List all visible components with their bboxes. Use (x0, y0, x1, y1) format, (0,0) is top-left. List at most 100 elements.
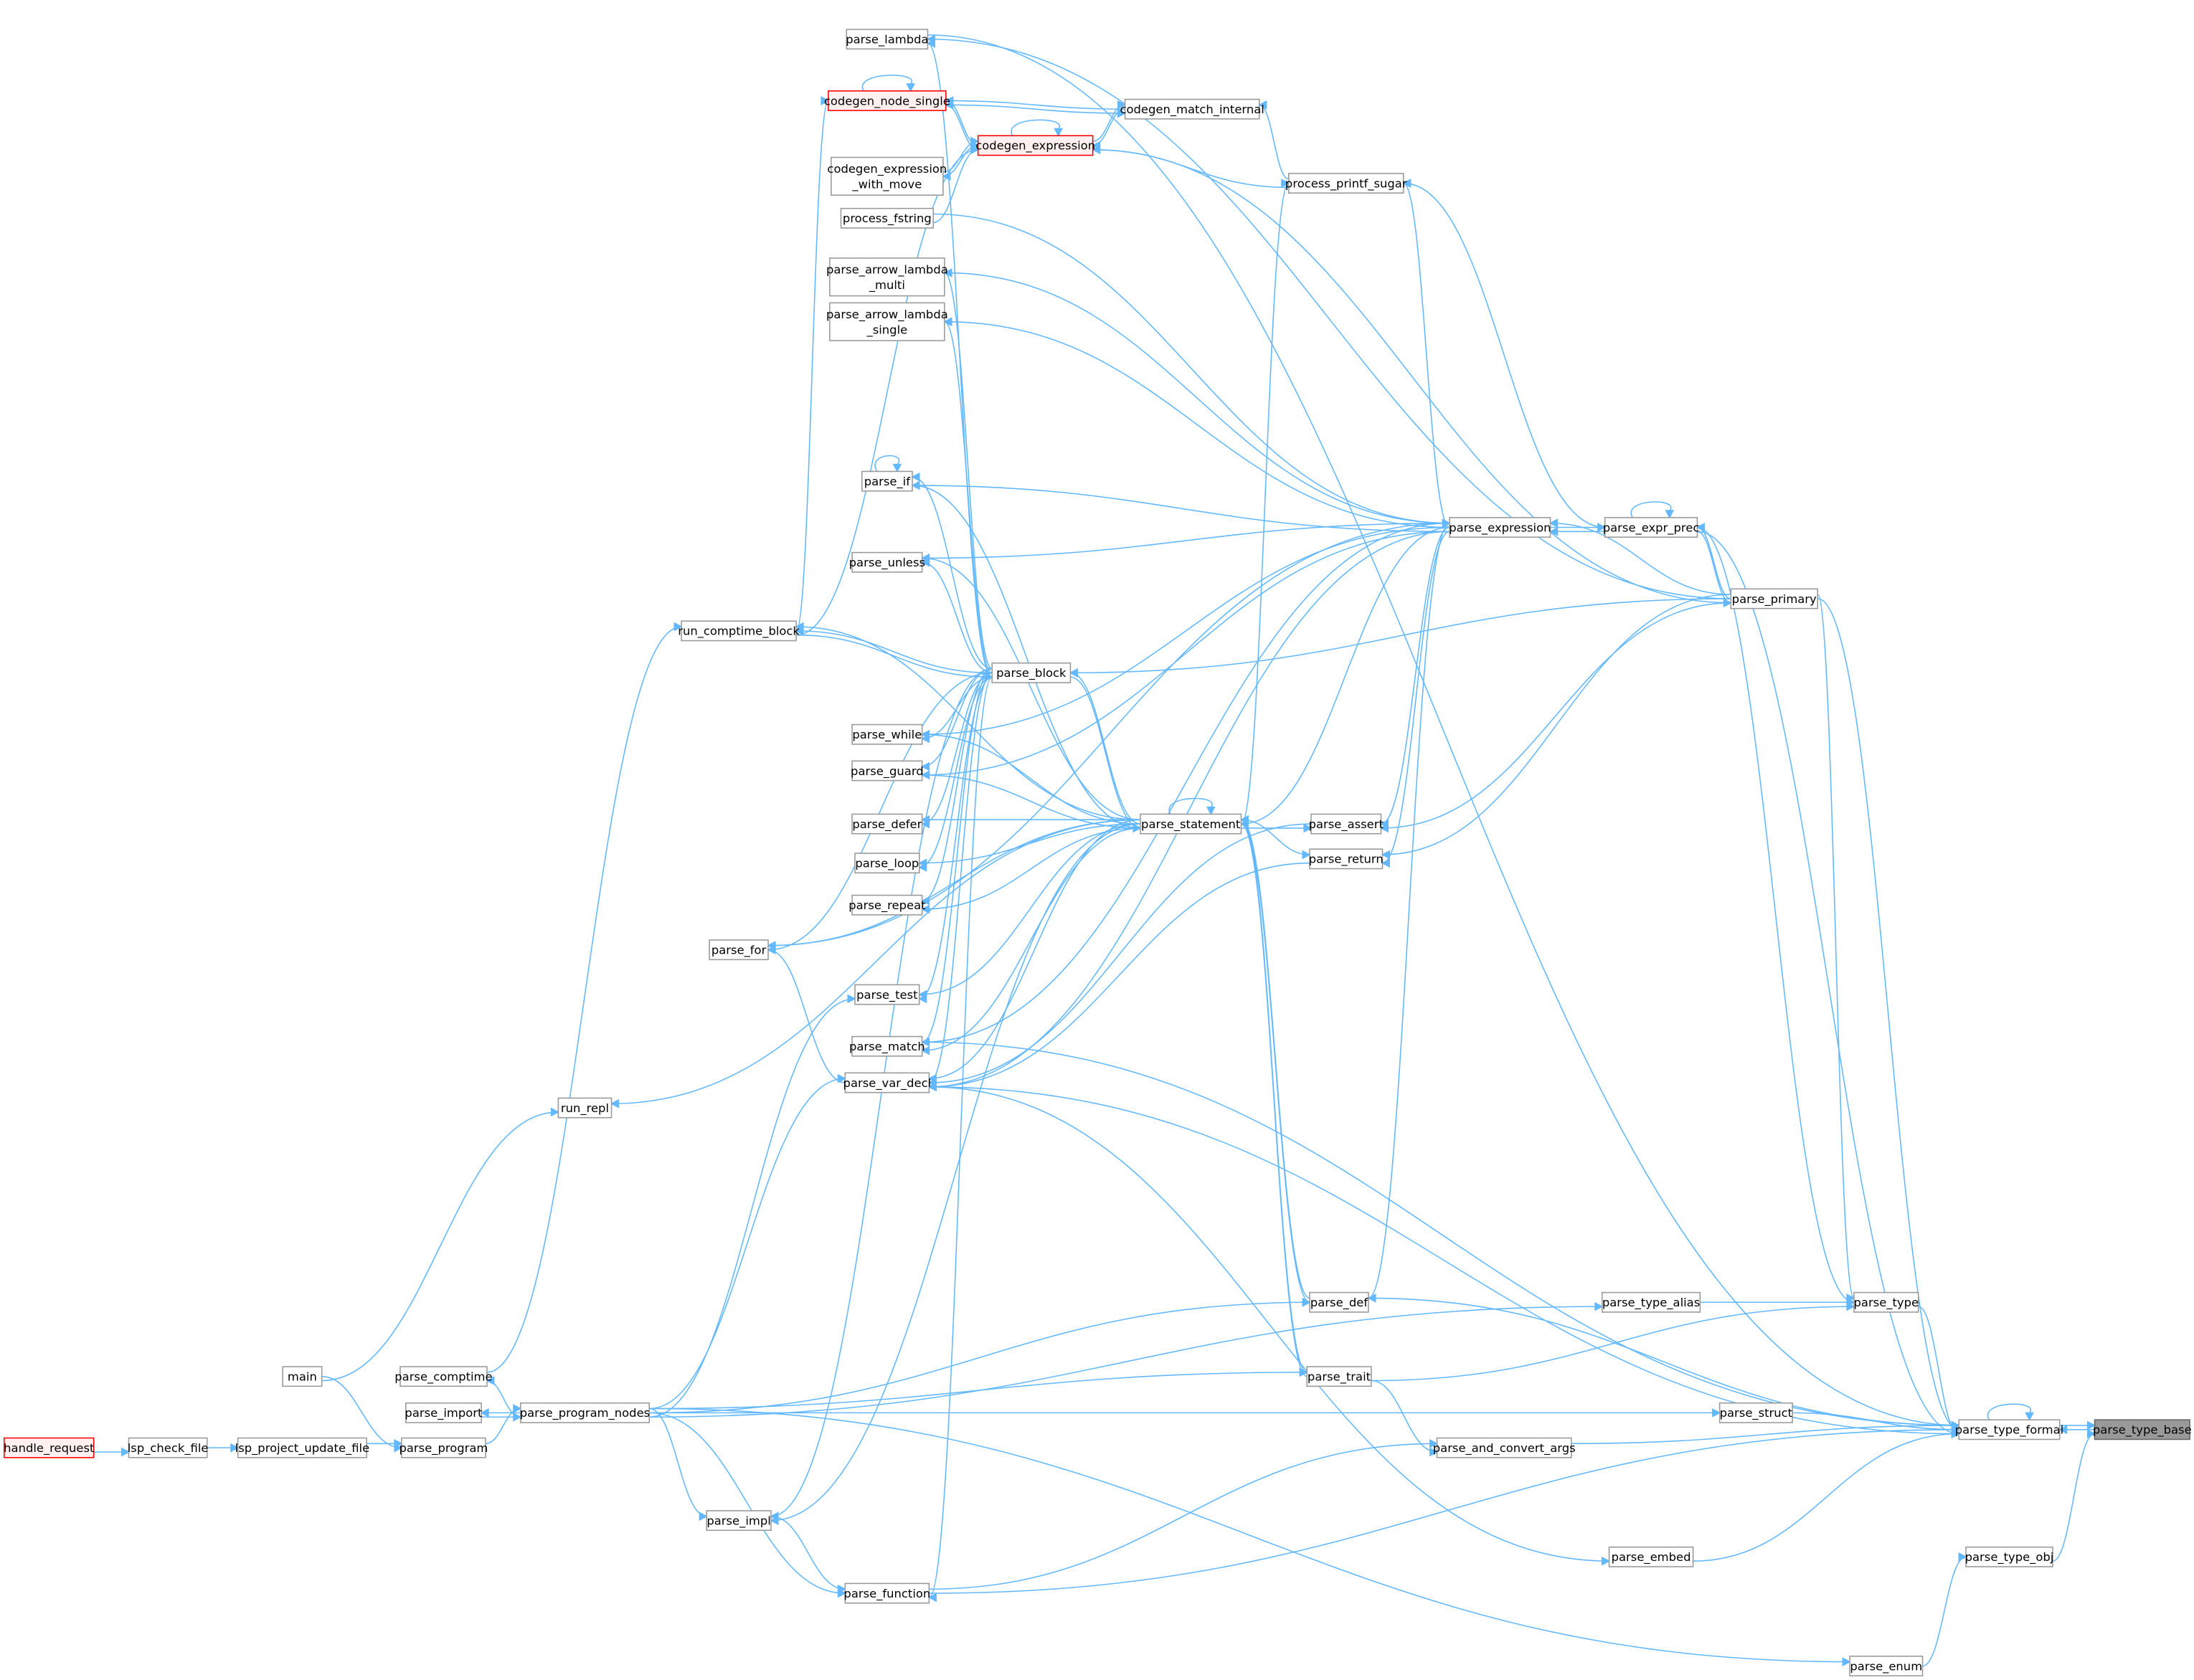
node-parse-primary[interactable]: parse_primary (1730, 588, 1818, 609)
node-parse-expression[interactable]: parse_expression (1449, 517, 1551, 538)
arrowhead (230, 1443, 240, 1453)
node-box (1718, 1402, 1793, 1423)
node-label: main (288, 1370, 317, 1384)
node-parse-program[interactable]: parse_program (399, 1437, 488, 1458)
node-parse-repeat[interactable]: parse_repeat (848, 894, 926, 916)
edge-parse-expression-to-parse-statement (1241, 526, 1450, 825)
node-label: parse_expression (1449, 521, 1551, 535)
arrowhead (1091, 145, 1101, 155)
arrowhead (847, 994, 856, 1004)
node-main[interactable]: main (282, 1366, 323, 1387)
edge-parse-block-to-parse-arrow-lambda-multi (944, 272, 993, 670)
edge-parse-primary-to-parse-lambda (927, 38, 1731, 599)
edge-parse-comptime-to-run-comptime-block (486, 626, 682, 1373)
edge-parse-expression-to-process-printf-sugar (1403, 182, 1450, 528)
node-box (557, 1097, 613, 1119)
arrowhead (970, 136, 980, 146)
edge-parse-expression-to-parse-unless (922, 522, 1450, 559)
node-parse-function[interactable]: parse_function (843, 1582, 930, 1604)
node-parse-program-nodes[interactable]: parse_program_nodes (519, 1402, 651, 1423)
node-parse-import[interactable]: parse_import (405, 1402, 483, 1423)
node-parse-statement[interactable]: parse_statement (1140, 813, 1242, 835)
edge-parse-statement-to-parse-var-decl (929, 819, 1140, 1079)
node-parse-assert[interactable]: parse_assert (1309, 813, 1384, 835)
node-box (519, 1402, 651, 1423)
edge-parse-block-to-parse-repeat (922, 668, 993, 902)
edge-parse-enum-to-parse-type-obj (1922, 1556, 1967, 1667)
edge-codegen-match-internal-to-codegen-node-single (945, 100, 1125, 110)
arrowhead (2025, 1412, 2034, 1421)
node-box (399, 1366, 488, 1387)
node-parse-test[interactable]: parse_test (854, 984, 920, 1005)
node-label: parse_expr_prec (1603, 521, 1700, 535)
node-label: _single (866, 323, 908, 337)
node-run-repl[interactable]: run_repl (557, 1097, 613, 1119)
node-lsp-project-update-file[interactable]: lsp_project_update_file (235, 1437, 370, 1458)
node-parse-loop[interactable]: parse_loop (854, 853, 920, 874)
node-parse-for[interactable]: parse_for (709, 939, 769, 961)
node-parse-var-decl[interactable]: parse_var_decl (843, 1072, 932, 1093)
node-box (861, 470, 913, 492)
node-parse-and-convert-args[interactable]: parse_and_convert_args (1433, 1437, 1576, 1458)
node-label: parse_enum (1850, 1659, 1922, 1674)
node-parse-match[interactable]: parse_match (849, 1035, 925, 1057)
node-parse-arrow-lambda-single[interactable]: parse_arrow_lambda_single (826, 302, 948, 341)
arrowhead (837, 1073, 847, 1083)
node-label: parse_program_nodes (520, 1406, 650, 1420)
node-parse-return[interactable]: parse_return (1309, 848, 1384, 870)
node-label: lsp_check_file (128, 1441, 209, 1456)
edge-parse-block-to-parse-test (919, 676, 993, 1000)
edges-layer (93, 34, 2096, 1667)
node-codegen-expression[interactable]: codegen_expression (975, 135, 1095, 156)
node-parse-type-base[interactable]: parse_type_base (2093, 1419, 2192, 1441)
node-parse-struct[interactable]: parse_struct (1718, 1402, 1793, 1423)
node-box (851, 723, 923, 745)
node-parse-if[interactable]: parse_if (861, 470, 913, 492)
node-codegen-match-internal[interactable]: codegen_match_internal (1120, 98, 1264, 120)
node-codegen-expression-with-move[interactable]: codegen_expression_with_move (827, 156, 947, 196)
arrowhead (1958, 1552, 1967, 1562)
arrowhead (1429, 1447, 1439, 1457)
arrowhead (1206, 806, 1216, 816)
node-parse-trait[interactable]: parse_trait (1306, 1366, 1372, 1387)
node-parse-type-alias[interactable]: parse_type_alias (1601, 1291, 1701, 1313)
arrowhead (927, 1593, 937, 1603)
arrowhead (1054, 128, 1064, 137)
node-parse-impl[interactable]: parse_impl (706, 1510, 772, 1532)
node-parse-type-formal[interactable]: parse_type_formal (1955, 1419, 2064, 1441)
node-codegen-node-single[interactable]: codegen_node_single (824, 90, 950, 111)
node-label: codegen_node_single (824, 94, 950, 108)
node-parse-comptime[interactable]: parse_comptime (394, 1366, 493, 1387)
node-parse-type[interactable]: parse_type (1853, 1291, 1919, 1313)
node-parse-embed[interactable]: parse_embed (1608, 1546, 1694, 1567)
node-parse-enum[interactable]: parse_enum (1849, 1656, 1924, 1676)
edge-parse-statement-to-run-repl (611, 819, 1140, 1105)
edge-parse-function-to-parse-type-formal (929, 1429, 1959, 1594)
node-label: parse_guard (851, 764, 924, 779)
node-parse-guard[interactable]: parse_guard (851, 760, 924, 782)
node-handle-request[interactable]: handle_request (4, 1437, 95, 1458)
node-lsp-check-file[interactable]: lsp_check_file (128, 1437, 209, 1458)
edge-parse-expression-to-parse-guard (922, 531, 1450, 776)
node-parse-lambda[interactable]: parse_lambda (846, 29, 929, 50)
edge-parse-primary-to-parse-return (1382, 594, 1731, 855)
edge-parse-program-nodes-to-parse-impl (649, 1408, 707, 1517)
node-run-comptime-block[interactable]: run_comptime_block (678, 620, 800, 642)
node-box (1608, 1546, 1694, 1567)
node-parse-defer[interactable]: parse_defer (851, 813, 923, 835)
arrowhead (911, 472, 920, 482)
edge-parse-program-nodes-to-parse-type-alias (649, 1306, 1602, 1418)
node-parse-type-obj[interactable]: parse_type_obj (1965, 1546, 2054, 1567)
node-parse-unless[interactable]: parse_unless (849, 551, 925, 573)
node-box (851, 1035, 923, 1057)
node-process-fstring[interactable]: process_fstring (840, 207, 935, 229)
arrowhead (1281, 179, 1290, 188)
node-parse-def[interactable]: parse_def (1309, 1291, 1369, 1313)
node-parse-while[interactable]: parse_while (851, 723, 923, 745)
node-parse-arrow-lambda-multi[interactable]: parse_arrow_lambda_multi (826, 257, 948, 297)
node-box (828, 90, 947, 111)
node-parse-expr-prec[interactable]: parse_expr_prec (1603, 517, 1700, 538)
node-process-printf-sugar[interactable]: process_printf_sugar (1285, 173, 1407, 194)
node-parse-block[interactable]: parse_block (991, 662, 1072, 683)
edge-parse-type-formal-to-parse-type-formal (1987, 1403, 2032, 1420)
